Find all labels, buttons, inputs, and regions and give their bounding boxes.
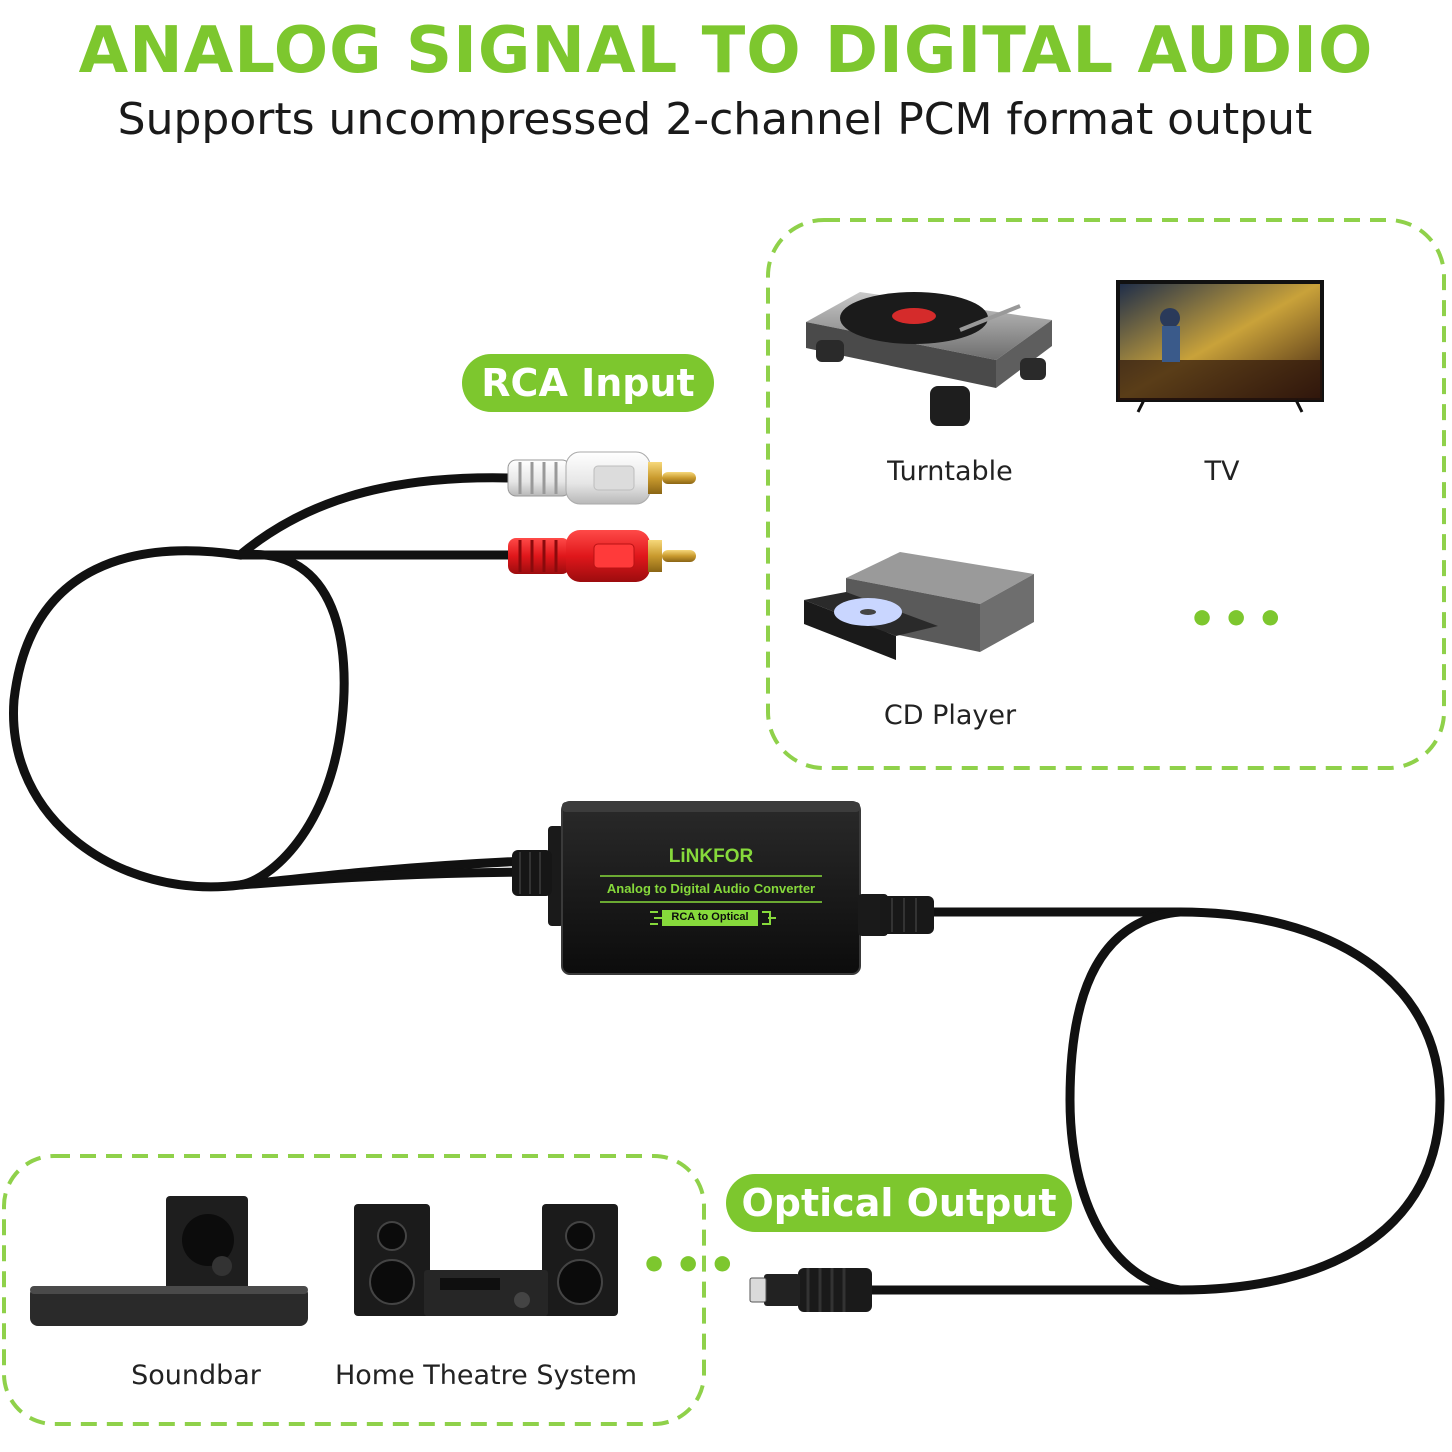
optical-output-badge: Optical Output [726, 1174, 1072, 1232]
rca-cable-red [235, 549, 515, 890]
headline: ANALOG SIGNAL TO DIGITAL AUDIO [78, 14, 1374, 88]
turntable-image [806, 292, 1052, 426]
rca-input-badge: RCA Input [462, 354, 714, 412]
rca-cable-white [9, 473, 555, 892]
optical-plug [749, 1268, 872, 1312]
turntable-label: Turntable [887, 456, 1013, 487]
converter-brand: LiNKFOR [668, 846, 754, 867]
more-outputs-ellipsis: ••• [640, 1240, 743, 1291]
converter-device [512, 801, 934, 975]
output-devices-panel [2, 1154, 706, 1426]
converter-mode: RCA to Optical [671, 911, 749, 923]
soundbar-label: Soundbar [131, 1360, 261, 1391]
source-devices-panel [766, 218, 1446, 770]
soundbar-image [30, 1196, 308, 1326]
home-theatre-label: Home Theatre System [334, 1360, 638, 1391]
home-theatre-image [354, 1204, 618, 1316]
more-sources-ellipsis: ••• [1188, 594, 1291, 645]
tv-label: TV [1204, 456, 1240, 487]
tv-image [1116, 280, 1324, 413]
optical-cable [865, 907, 1445, 1295]
rca-white-plug [507, 451, 696, 505]
converter-product-name: Analog to Digital Audio Converter [606, 881, 816, 896]
subheadline: Supports uncompressed 2-channel PCM form… [117, 94, 1313, 145]
cd-player-label: CD Player [883, 700, 1017, 731]
cd-player-image [804, 552, 1034, 660]
rca-red-plug [508, 530, 696, 582]
